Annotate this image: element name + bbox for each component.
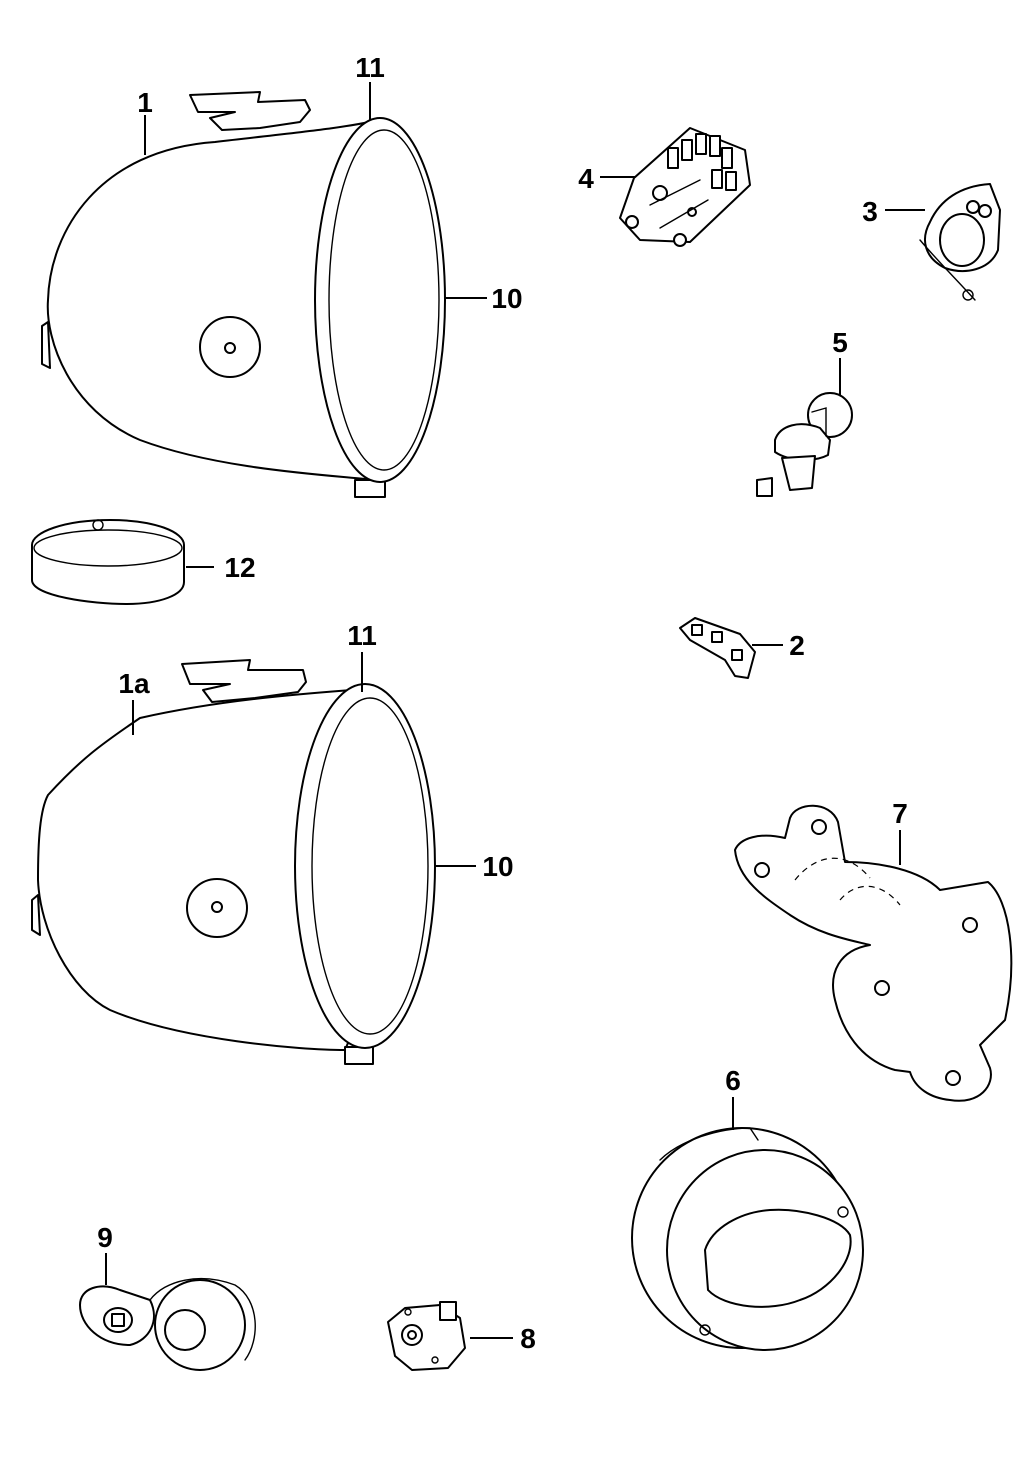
callout-2: 2: [789, 630, 805, 661]
terminal-board-4: [619, 127, 751, 247]
speedometer-6: [631, 1127, 864, 1351]
callout-1a: 1a: [118, 668, 150, 699]
callout-11-top: 11: [355, 52, 385, 83]
callout-6: 6: [725, 1065, 741, 1096]
callout-labels: 1 11 10 12 1a 11 10 4 3 5 2 7 6 9 8: [97, 52, 908, 1354]
leader-lines: [105, 82, 925, 1339]
callout-1: 1: [137, 87, 153, 118]
light-switch-8: [387, 1301, 466, 1371]
trim-ring-12: [31, 519, 185, 605]
callout-4: 4: [578, 163, 594, 194]
callout-3: 3: [862, 196, 878, 227]
callout-11-bottom: 11: [347, 620, 377, 651]
bulb-5: [756, 392, 853, 497]
callout-10-bottom: 10: [482, 851, 513, 882]
headlamp-rim-1: [314, 117, 446, 483]
callout-10-top: 10: [491, 283, 522, 314]
callout-8: 8: [520, 1323, 536, 1354]
mounting-bracket-7: [734, 804, 1013, 1102]
ignition-switch-9: [79, 1278, 256, 1371]
headlamp-housing-1a: [31, 659, 374, 1065]
callout-12: 12: [224, 552, 255, 583]
callout-9: 9: [97, 1222, 113, 1253]
callout-5: 5: [832, 327, 848, 358]
callout-7: 7: [892, 798, 908, 829]
connector-2: [679, 617, 756, 679]
headlamp-rim-1a: [294, 683, 436, 1049]
bulb-holder-3: [919, 183, 1001, 301]
